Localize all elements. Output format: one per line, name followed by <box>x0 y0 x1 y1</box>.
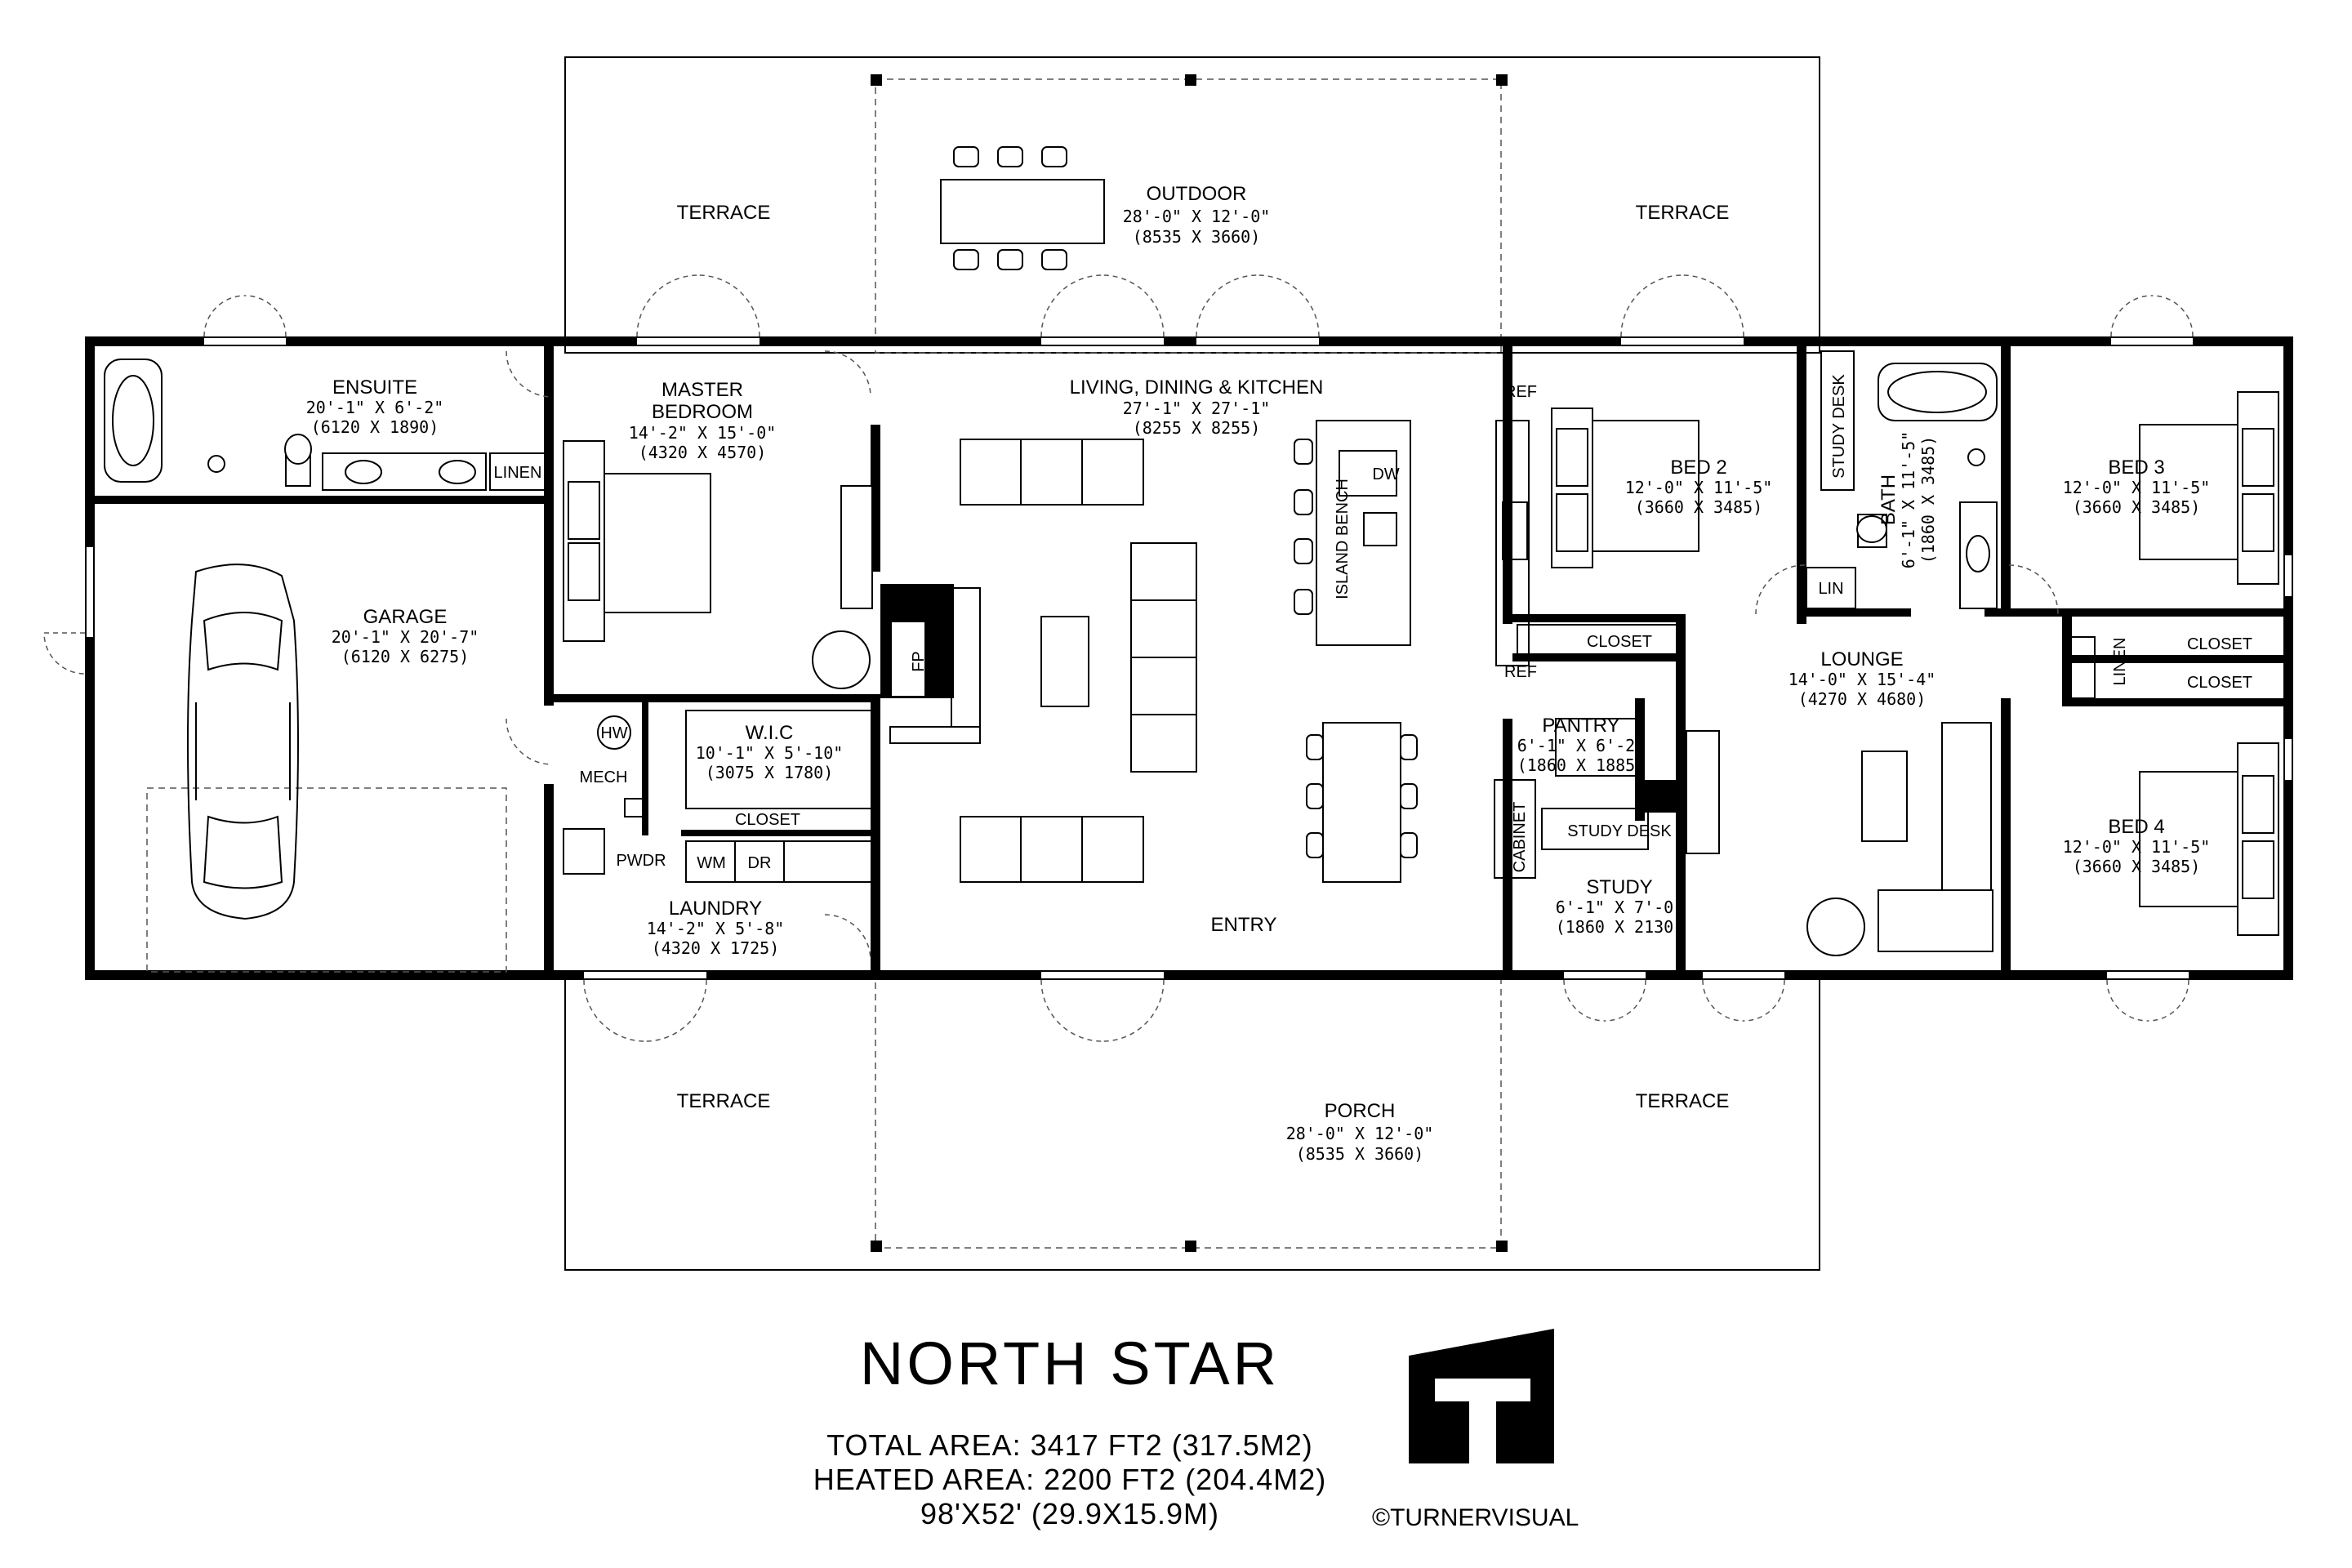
ensuite-imperial: 20'-1" X 6'-2" <box>306 398 444 417</box>
bed4-furniture <box>2139 742 2279 936</box>
master-label-1: MASTER <box>662 379 743 401</box>
pantry-metric: (1860 X 1885) <box>1517 755 1646 775</box>
dw-label: DW <box>1372 466 1399 483</box>
garage-label: GARAGE <box>363 606 448 628</box>
bed2-imperial: 12'-0" X 11'-5" <box>1625 478 1773 497</box>
pantry-label: PANTRY <box>1542 715 1619 737</box>
lounge-furniture <box>1806 636 2096 956</box>
ensuite-label: ENSUITE <box>332 376 417 399</box>
bed4-metric: (3660 X 3485) <box>2073 857 2201 876</box>
bed2-closet-label: CLOSET <box>1587 633 1652 651</box>
ensuite-metric: (6120 X 1890) <box>311 417 439 437</box>
ensuite-fixtures <box>104 359 546 491</box>
terrace-bottom-outline <box>564 973 1820 1271</box>
laundry-imperial: 14'-2" X 5'-8" <box>647 919 785 938</box>
plan-title: NORTH STAR <box>860 1330 1280 1397</box>
laundry-label: LAUNDRY <box>669 898 762 920</box>
bed2-metric: (3660 X 3485) <box>1635 497 1763 517</box>
bath-imperial: 6'-1" X 11'-5" <box>1899 431 1918 569</box>
bed3-closet-label: CLOSET <box>2187 635 2252 653</box>
fireplace <box>880 587 981 744</box>
bed3-imperial: 12'-0" X 11'-5" <box>2063 478 2211 497</box>
door-swings <box>43 274 2194 1042</box>
turnervisual-logo <box>1409 1329 1554 1463</box>
bath-study-desk-label: STUDY DESK <box>1830 374 1848 479</box>
porch-metric: (8535 X 3660) <box>1296 1144 1424 1164</box>
living-metric: (8255 X 8255) <box>1133 418 1261 438</box>
master-imperial: 14'-2" X 15'-0" <box>629 423 777 443</box>
lounge-metric: (4270 X 4680) <box>1798 689 1927 709</box>
bed4-imperial: 12'-0" X 11'-5" <box>2063 837 2211 857</box>
bed4-closet-label: CLOSET <box>2187 674 2252 692</box>
total-area: TOTAL AREA: 3417 FT2 (317.5M2) <box>826 1428 1313 1462</box>
island-bench-label: ISLAND BENCH <box>1334 479 1352 599</box>
cabinet-label: CABINET <box>1511 802 1529 873</box>
master-metric: (4320 X 4570) <box>639 443 767 462</box>
garage-car <box>146 564 507 973</box>
garage-imperial: 20'-1" X 20'-7" <box>332 627 479 647</box>
exterior-walls <box>85 336 2293 980</box>
ref-bottom-label: REF <box>1504 663 1537 681</box>
pantry-imperial: 6'-1" X 6'-2" <box>1517 736 1646 755</box>
wic-closet-label: CLOSET <box>735 811 800 829</box>
wic-imperial: 10'-1" X 5'-10" <box>696 743 844 763</box>
bed2-furniture <box>1551 408 1699 568</box>
hw-label: HW <box>600 724 627 742</box>
entry-label: ENTRY <box>1211 914 1277 936</box>
bed3-metric: (3660 X 3485) <box>2073 497 2201 517</box>
terrace-top-outline <box>564 56 1820 354</box>
study-imperial: 6'-1" X 7'-0" <box>1556 898 1684 917</box>
bed2-label: BED 2 <box>1670 457 1726 479</box>
terrace-bottom-left-label: TERRACE <box>677 1090 771 1112</box>
living-furniture <box>940 146 1418 883</box>
credit-text: ©TURNERVISUAL <box>1372 1504 1579 1531</box>
dr-label: DR <box>748 854 772 872</box>
bath-metric: (1860 X 3485) <box>1918 436 1938 564</box>
outdoor-metric: (8535 X 3660) <box>1133 227 1261 247</box>
wic-fixtures <box>563 710 875 883</box>
garage-metric: (6120 X 6275) <box>341 647 470 666</box>
porch-dashed <box>875 973 1502 1249</box>
master-label-2: BEDROOM <box>652 401 753 423</box>
wic-metric: (3075 X 1780) <box>706 763 834 782</box>
lounge-imperial: 14'-0" X 15'-4" <box>1788 670 1936 689</box>
lounge-label: LOUNGE <box>1820 648 1903 670</box>
wm-label: WM <box>697 854 726 872</box>
study-desk-label: STUDY DESK <box>1567 822 1672 840</box>
terrace-top-right-label: TERRACE <box>1636 202 1730 224</box>
terrace-bottom-right-label: TERRACE <box>1636 1090 1730 1112</box>
overall-dimensions: 98'X52' (29.9X15.9M) <box>920 1497 1219 1530</box>
laundry-metric: (4320 X 1725) <box>652 938 780 958</box>
study-label: STUDY <box>1586 876 1652 898</box>
bed3-label: BED 3 <box>2108 457 2164 479</box>
fp-label: FP <box>910 651 928 672</box>
master-bed <box>563 440 873 689</box>
mech-label: MECH <box>580 768 628 786</box>
lin-label: LIN <box>1818 580 1843 598</box>
bath-label: BATH <box>1878 474 1900 525</box>
outdoor-label: OUTDOOR <box>1147 183 1247 205</box>
terrace-top-left-label: TERRACE <box>677 202 771 224</box>
living-imperial: 27'-1" X 27'-1" <box>1123 399 1271 418</box>
ensuite-linen-label: LINEN <box>494 464 542 482</box>
kitchen-strip <box>1494 420 1720 879</box>
labels: TERRACE TERRACE TERRACE TERRACE OUTDOOR … <box>306 183 2252 1164</box>
pwdr-label: PWDR <box>616 852 666 870</box>
ref-top-label: REF <box>1504 383 1537 401</box>
wic-label: W.I.C <box>746 722 794 744</box>
bed3-furniture <box>2139 391 2279 585</box>
bed4-label: BED 4 <box>2108 816 2164 838</box>
porch-imperial: 28'-0" X 12'-0" <box>1286 1124 1434 1143</box>
living-label: LIVING, DINING & KITCHEN <box>1070 376 1324 399</box>
footer: NORTH STAR TOTAL AREA: 3417 FT2 (317.5M2… <box>813 1329 1579 1531</box>
porch-label: PORCH <box>1325 1100 1396 1122</box>
study-metric: (1860 X 2130) <box>1556 917 1684 937</box>
bath-fixtures <box>1806 350 1998 609</box>
heated-area: HEATED AREA: 2200 FT2 (204.4M2) <box>813 1463 1327 1496</box>
linen-hall-label: LINEN <box>2111 638 2129 686</box>
outdoor-imperial: 28'-0" X 12'-0" <box>1123 207 1271 226</box>
